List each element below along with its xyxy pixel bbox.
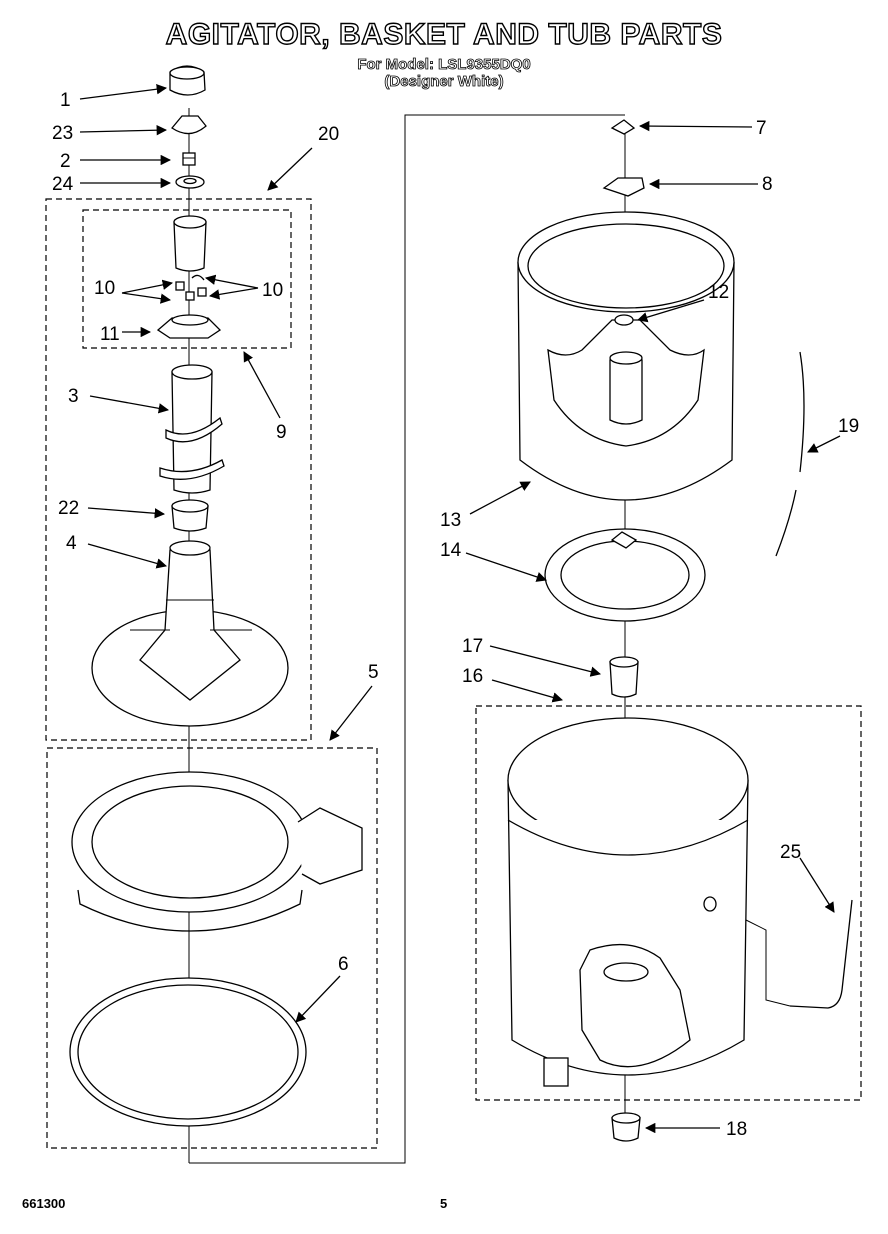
callout-2: 2 [60, 151, 71, 172]
callout-24: 24 [52, 174, 74, 195]
leader-23 [79, 125, 168, 136]
leader-10a-1 [121, 292, 172, 304]
leader-16 [491, 679, 563, 703]
leader-5 [329, 685, 373, 741]
callout-14: 14 [440, 540, 462, 561]
page-title: AGITATOR, BASKET AND TUB PARTS [165, 17, 723, 51]
callout-23: 23 [52, 123, 73, 144]
dog-cam-part [173, 215, 207, 272]
leader-7 [638, 120, 753, 132]
document-number: 661300 [22, 1196, 66, 1211]
leader-20 [267, 147, 313, 191]
drive-block-part [609, 656, 639, 698]
drain-hose-part [745, 899, 853, 1009]
leader-4 [87, 543, 168, 569]
auger-part [159, 364, 225, 494]
cap-seal-part [171, 115, 207, 135]
callout-10-right: 10 [262, 280, 283, 301]
callout-22: 22 [58, 498, 79, 519]
callout-13: 13 [440, 510, 461, 531]
leader-22 [87, 507, 166, 519]
callout-9: 9 [276, 422, 287, 443]
callout-11: 11 [100, 324, 120, 345]
leader-19 [807, 435, 841, 453]
connector-line [189, 114, 625, 1164]
leader-6 [295, 975, 341, 1023]
ring-part [156, 314, 222, 339]
group-box-9 [82, 209, 292, 349]
group-box-20 [45, 198, 312, 741]
callout-19: 19 [838, 416, 859, 437]
wash-basket-part [517, 211, 735, 501]
hose-part [775, 351, 805, 557]
cam-ring-part [171, 499, 209, 532]
group-box-16 [475, 705, 862, 1101]
callout-4: 4 [66, 533, 77, 554]
leader-25 [799, 857, 835, 913]
leader-13 [469, 481, 531, 515]
leader-3 [89, 395, 170, 414]
washer-part [175, 175, 205, 189]
model-line: For Model: LSL9355DQ0 [357, 56, 531, 74]
tub-ring-part [71, 771, 363, 932]
group-box-5 [46, 747, 378, 1149]
drain-plug-part [611, 1112, 641, 1142]
leader-12 [637, 299, 705, 323]
callout-12: 12 [708, 282, 729, 303]
page-number: 5 [440, 1196, 448, 1211]
basket-nut-part [610, 119, 636, 135]
basket-driver-part [602, 177, 645, 197]
callout-8: 8 [762, 174, 773, 195]
leader-1 [79, 84, 168, 100]
callout-6: 6 [338, 954, 349, 975]
leader-17 [489, 645, 602, 677]
leader-10b-1 [204, 274, 259, 289]
callout-1: 1 [60, 90, 71, 111]
outer-tub-part [507, 717, 749, 1087]
callout-17: 17 [462, 636, 483, 657]
leader-9 [243, 351, 281, 419]
balance-ring-part [544, 528, 706, 622]
agitator-dogs-part [175, 274, 207, 301]
leader-14 [465, 552, 547, 582]
color-line: (Designer White) [384, 73, 504, 91]
leader-10a-2 [121, 279, 174, 294]
agitator-base-part [91, 540, 289, 727]
agitator-cap-part [169, 65, 206, 96]
bolt-part [182, 152, 196, 166]
leader-10b-2 [208, 287, 259, 300]
callout-16: 16 [462, 666, 483, 687]
callout-20: 20 [318, 124, 339, 145]
callout-18: 18 [726, 1119, 747, 1140]
callout-3: 3 [68, 386, 79, 407]
callout-7: 7 [756, 118, 767, 139]
snubber-ring-part [69, 977, 307, 1127]
callout-5: 5 [368, 662, 379, 683]
callout-10-left: 10 [94, 278, 115, 299]
callout-25: 25 [780, 842, 801, 863]
